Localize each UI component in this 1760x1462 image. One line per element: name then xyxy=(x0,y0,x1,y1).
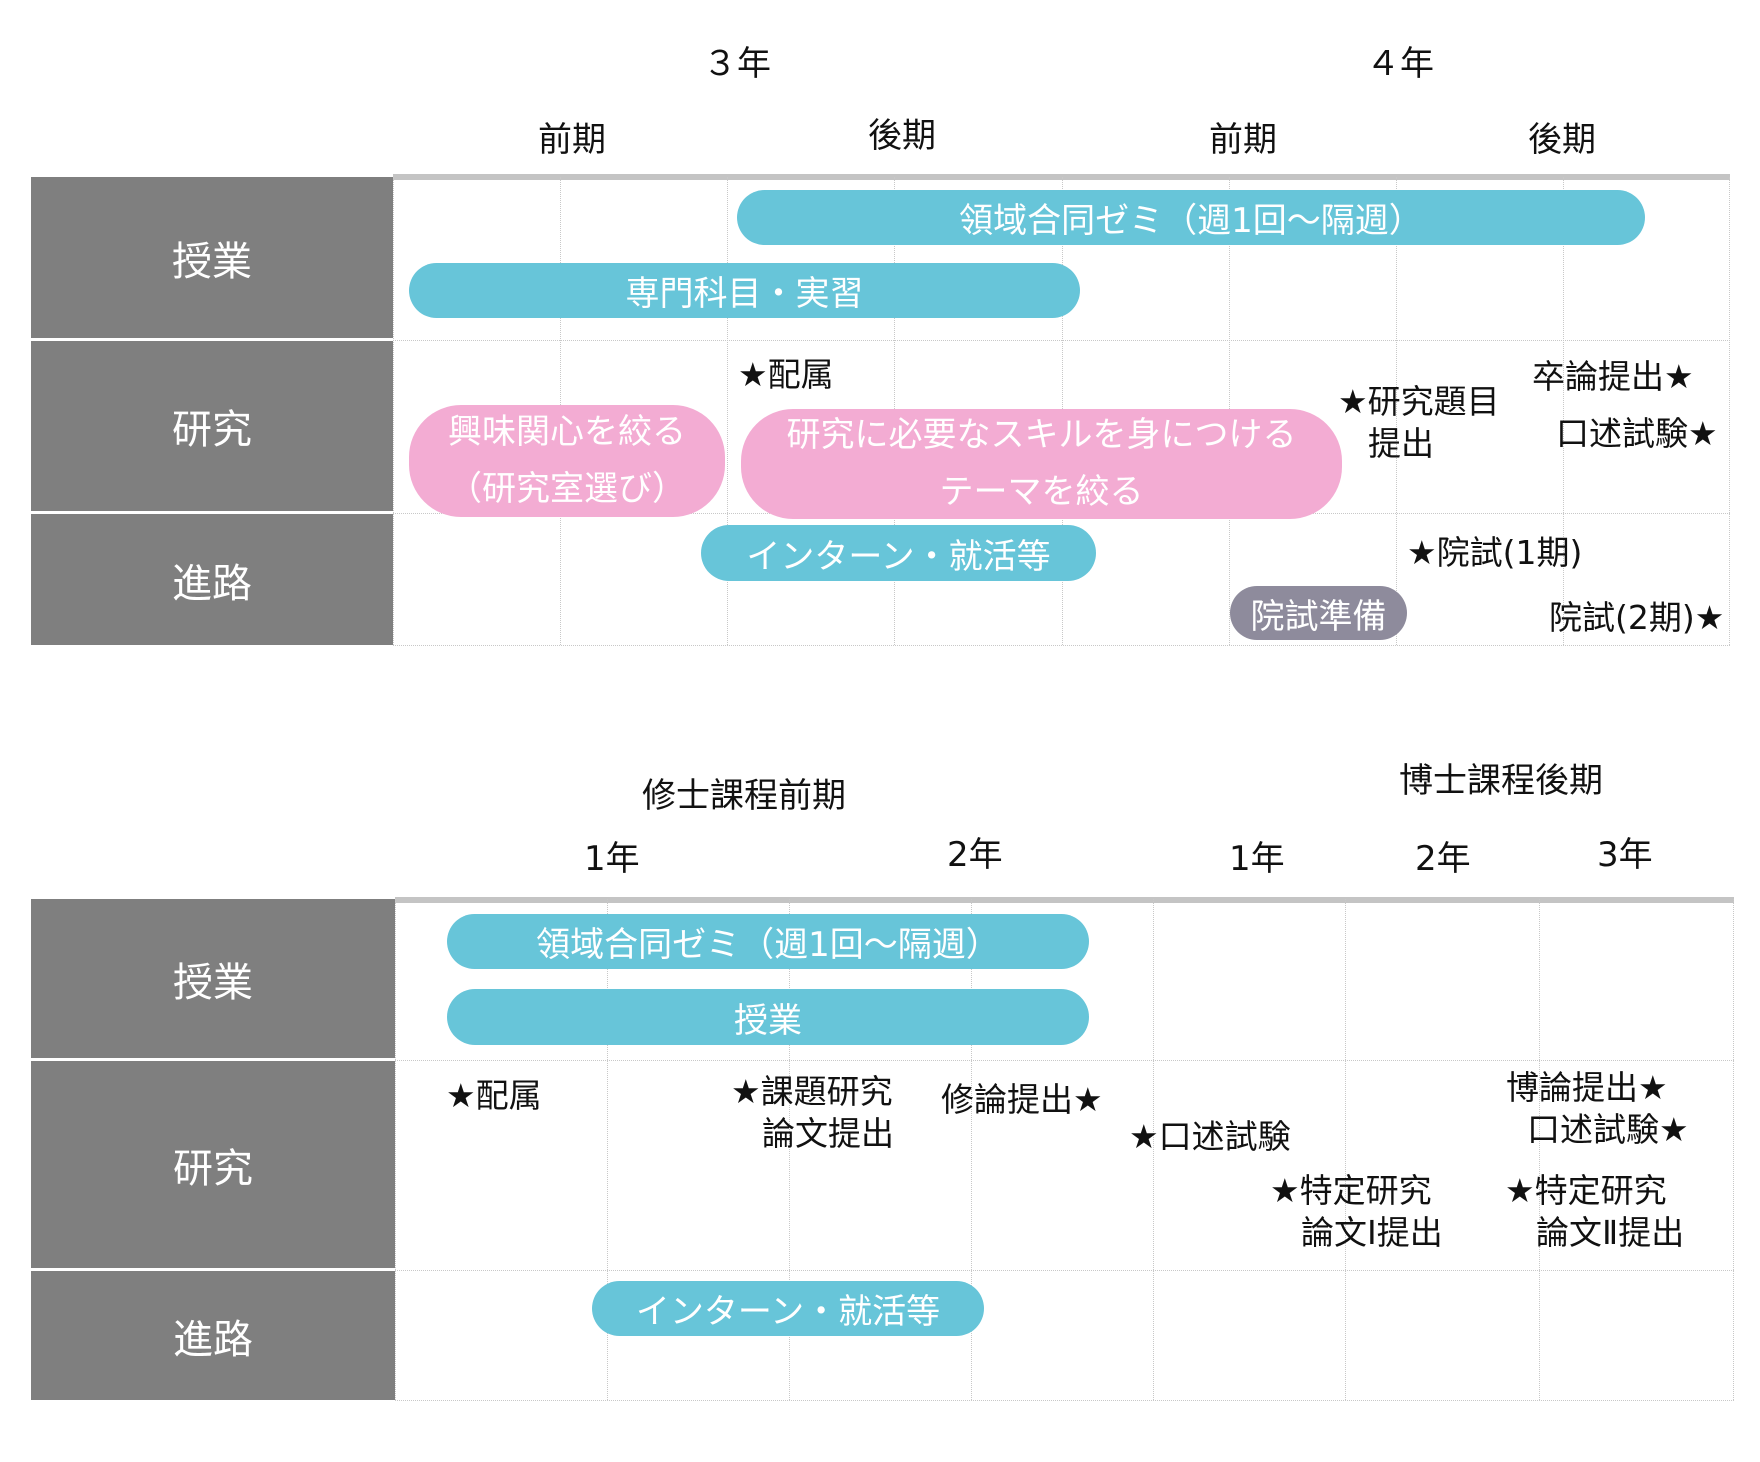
bar-narrow-interest: 興味関心を絞る （研究室選び） xyxy=(409,405,725,517)
note-master-thesis: 修論提出★ xyxy=(941,1080,1103,1119)
bar-narrow-interest-line1: 興味関心を絞る xyxy=(448,412,686,452)
term-header: 前期 xyxy=(1209,120,1277,160)
grid-line xyxy=(395,1400,1734,1401)
year-header: 2年 xyxy=(947,835,1003,875)
program-header-doctor: 博士課程後期 xyxy=(1399,761,1603,801)
note-topic-submission: ★研究題目 提出 xyxy=(1338,381,1500,465)
note-oral-exam: 口述試験★ xyxy=(1556,414,1718,453)
grid-line xyxy=(395,899,396,1400)
grid-line xyxy=(1733,899,1734,1400)
grid-line xyxy=(1563,177,1564,645)
grid-line xyxy=(393,340,1730,341)
bar-research-skills-line2: テーマを絞る xyxy=(939,472,1144,512)
note-special-research-2: ★特定研究 論文Ⅱ提出 xyxy=(1505,1170,1684,1254)
bar-internship: インターン・就活等 xyxy=(592,1281,984,1336)
grid-top-border xyxy=(395,897,1734,903)
bar-research-skills: 研究に必要なスキルを身につける テーマを絞る xyxy=(741,409,1342,519)
row-label-career: 進路 xyxy=(31,514,393,645)
grid-line xyxy=(393,645,1730,646)
row-label-research: 研究 xyxy=(31,341,393,511)
note-topic-line1: ★研究題目 xyxy=(1338,382,1500,421)
bar-seminar: 領域合同ゼミ（週1回～隔週） xyxy=(447,914,1089,969)
note-special-research-2-line2: 論文Ⅱ提出 xyxy=(1536,1213,1685,1252)
year-header-4: ４年 xyxy=(1366,44,1434,84)
grid-top-border xyxy=(393,174,1730,180)
grid-line xyxy=(1153,899,1154,1400)
note-assignment: ★配属 xyxy=(446,1076,542,1115)
grid-line xyxy=(971,899,972,1400)
note-doctoral-thesis: 博論提出★ xyxy=(1506,1068,1668,1107)
year-header-3: ３年 xyxy=(703,44,771,84)
program-header-master: 修士課程前期 xyxy=(642,776,846,816)
bar-specialized-courses: 専門科目・実習 xyxy=(409,263,1080,318)
grid-line xyxy=(1539,899,1540,1400)
note-special-research-1: ★特定研究 論文Ⅰ提出 xyxy=(1270,1170,1443,1254)
note-entrance-exam-1: ★院試(1期) xyxy=(1407,533,1583,572)
term-header: 後期 xyxy=(1528,120,1596,160)
note-special-research-1-line1: ★特定研究 xyxy=(1270,1171,1432,1210)
note-thesis-submission: 卒論提出★ xyxy=(1532,357,1694,396)
year-header: 1年 xyxy=(584,839,640,879)
bar-narrow-interest-line2: （研究室選び） xyxy=(448,469,686,509)
row-label-career: 進路 xyxy=(31,1271,395,1400)
grid-line xyxy=(393,177,394,645)
note-oral-exam-1: ★口述試験 xyxy=(1129,1117,1291,1156)
bar-research-skills-line1: 研究に必要なスキルを身につける xyxy=(786,415,1297,455)
note-project-line2: 論文提出 xyxy=(762,1114,894,1153)
note-assignment: ★配属 xyxy=(738,355,834,394)
year-header: 1年 xyxy=(1229,839,1285,879)
note-project-line1: ★課題研究 xyxy=(731,1072,893,1111)
year-header: 3年 xyxy=(1597,835,1653,875)
grid-line xyxy=(727,177,728,645)
row-label-classes: 授業 xyxy=(31,899,395,1058)
bar-exam-prep: 院試準備 xyxy=(1230,586,1407,640)
note-oral-exam-2: 口述試験★ xyxy=(1527,1110,1689,1149)
grid-line xyxy=(607,899,608,1400)
note-special-research-1-line2: 論文Ⅰ提出 xyxy=(1301,1213,1443,1252)
grid-line xyxy=(395,1270,1734,1271)
grid-line xyxy=(1345,899,1346,1400)
row-label-classes: 授業 xyxy=(31,177,393,338)
grid-line xyxy=(1729,177,1730,645)
bar-internship: インターン・就活等 xyxy=(701,525,1096,581)
grid-line xyxy=(1396,177,1397,645)
note-entrance-exam-2: 院試(2期)★ xyxy=(1549,598,1725,637)
grid-line xyxy=(789,899,790,1400)
note-topic-line2: 提出 xyxy=(1368,424,1434,463)
bar-classes: 授業 xyxy=(447,989,1089,1045)
row-label-research: 研究 xyxy=(31,1061,395,1268)
note-project-submission: ★課題研究 論文提出 xyxy=(731,1071,894,1155)
year-header: 2年 xyxy=(1415,839,1471,879)
grid-line xyxy=(395,1060,1734,1061)
term-header: 前期 xyxy=(538,120,606,160)
note-special-research-2-line1: ★特定研究 xyxy=(1505,1171,1667,1210)
term-header: 後期 xyxy=(868,116,936,156)
bar-seminar: 領域合同ゼミ（週1回～隔週） xyxy=(737,190,1645,245)
